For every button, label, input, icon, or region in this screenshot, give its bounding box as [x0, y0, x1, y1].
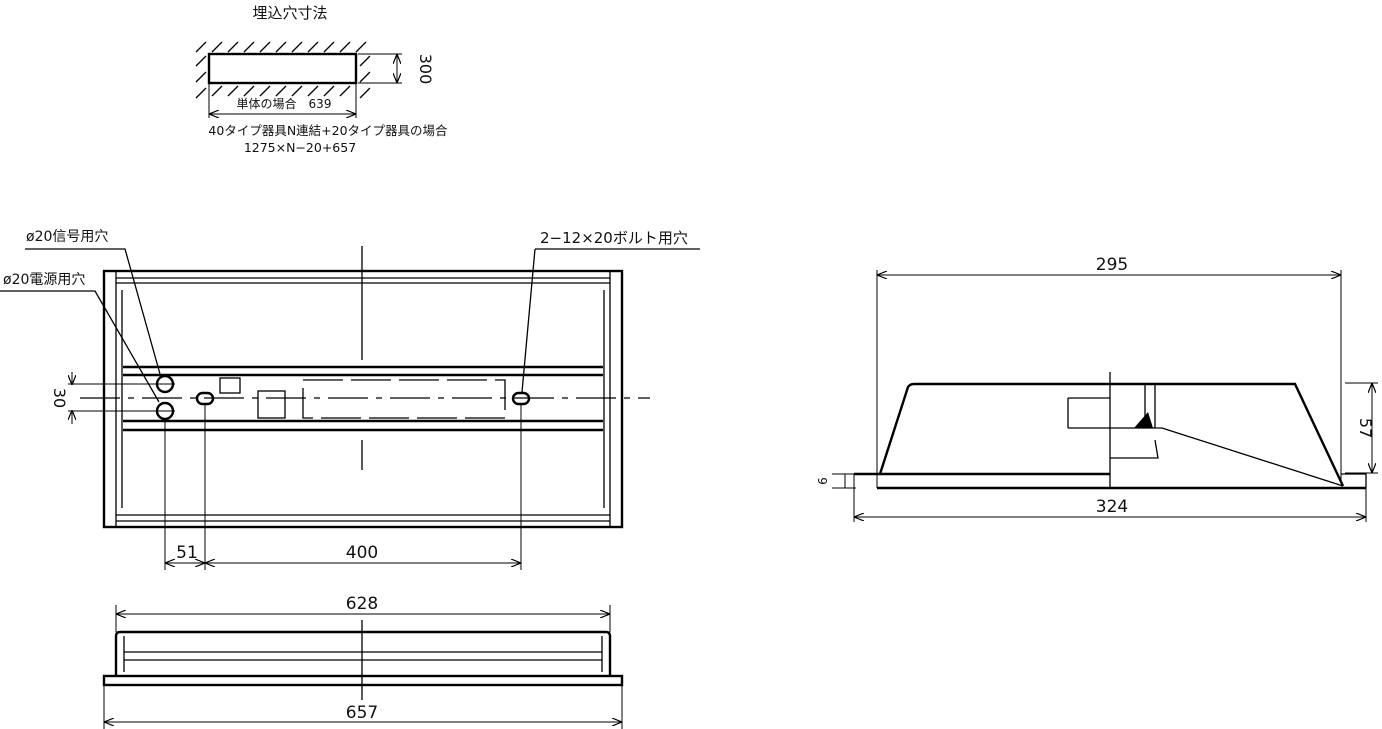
dim-295: 295	[1096, 255, 1128, 275]
dim-30: 30	[50, 388, 69, 408]
front-view: 628 657	[102, 594, 624, 729]
cutout-multi-formula: 1275×N−20+657	[244, 140, 356, 155]
dim-324: 324	[1096, 497, 1128, 517]
cutout-height-dim: 300	[416, 54, 435, 85]
hatching	[195, 41, 371, 99]
dim-51: 51	[176, 543, 198, 563]
top-view: ø20信号用穴 ø20電源用穴 2−12×20ボルト用穴 30 51 400	[0, 229, 700, 570]
cutout-rect	[207, 52, 358, 85]
side-view: 295 57 9 324	[815, 255, 1378, 522]
cutout-multi-label: 40タイプ器具N連結+20タイプ器具の場合	[208, 123, 448, 138]
dim-9: 9	[815, 477, 829, 485]
dim-57: 57	[1356, 418, 1375, 438]
dim-628: 628	[346, 594, 378, 614]
cutout-diagram: 埋込穴寸法 300 単体の場合 639 40タイプ器具N連結+20タイプ器具の場…	[195, 4, 448, 155]
signal-hole-label: ø20信号用穴	[26, 229, 108, 245]
dim-400: 400	[346, 543, 378, 563]
cutout-single-label: 単体の場合 639	[237, 96, 332, 111]
cutout-title: 埋込穴寸法	[252, 4, 327, 22]
power-hole-label: ø20電源用穴	[3, 272, 85, 288]
fixture-outer-frame	[102, 269, 624, 529]
bolt-hole-label: 2−12×20ボルト用穴	[540, 229, 688, 247]
dim-657: 657	[346, 703, 378, 723]
